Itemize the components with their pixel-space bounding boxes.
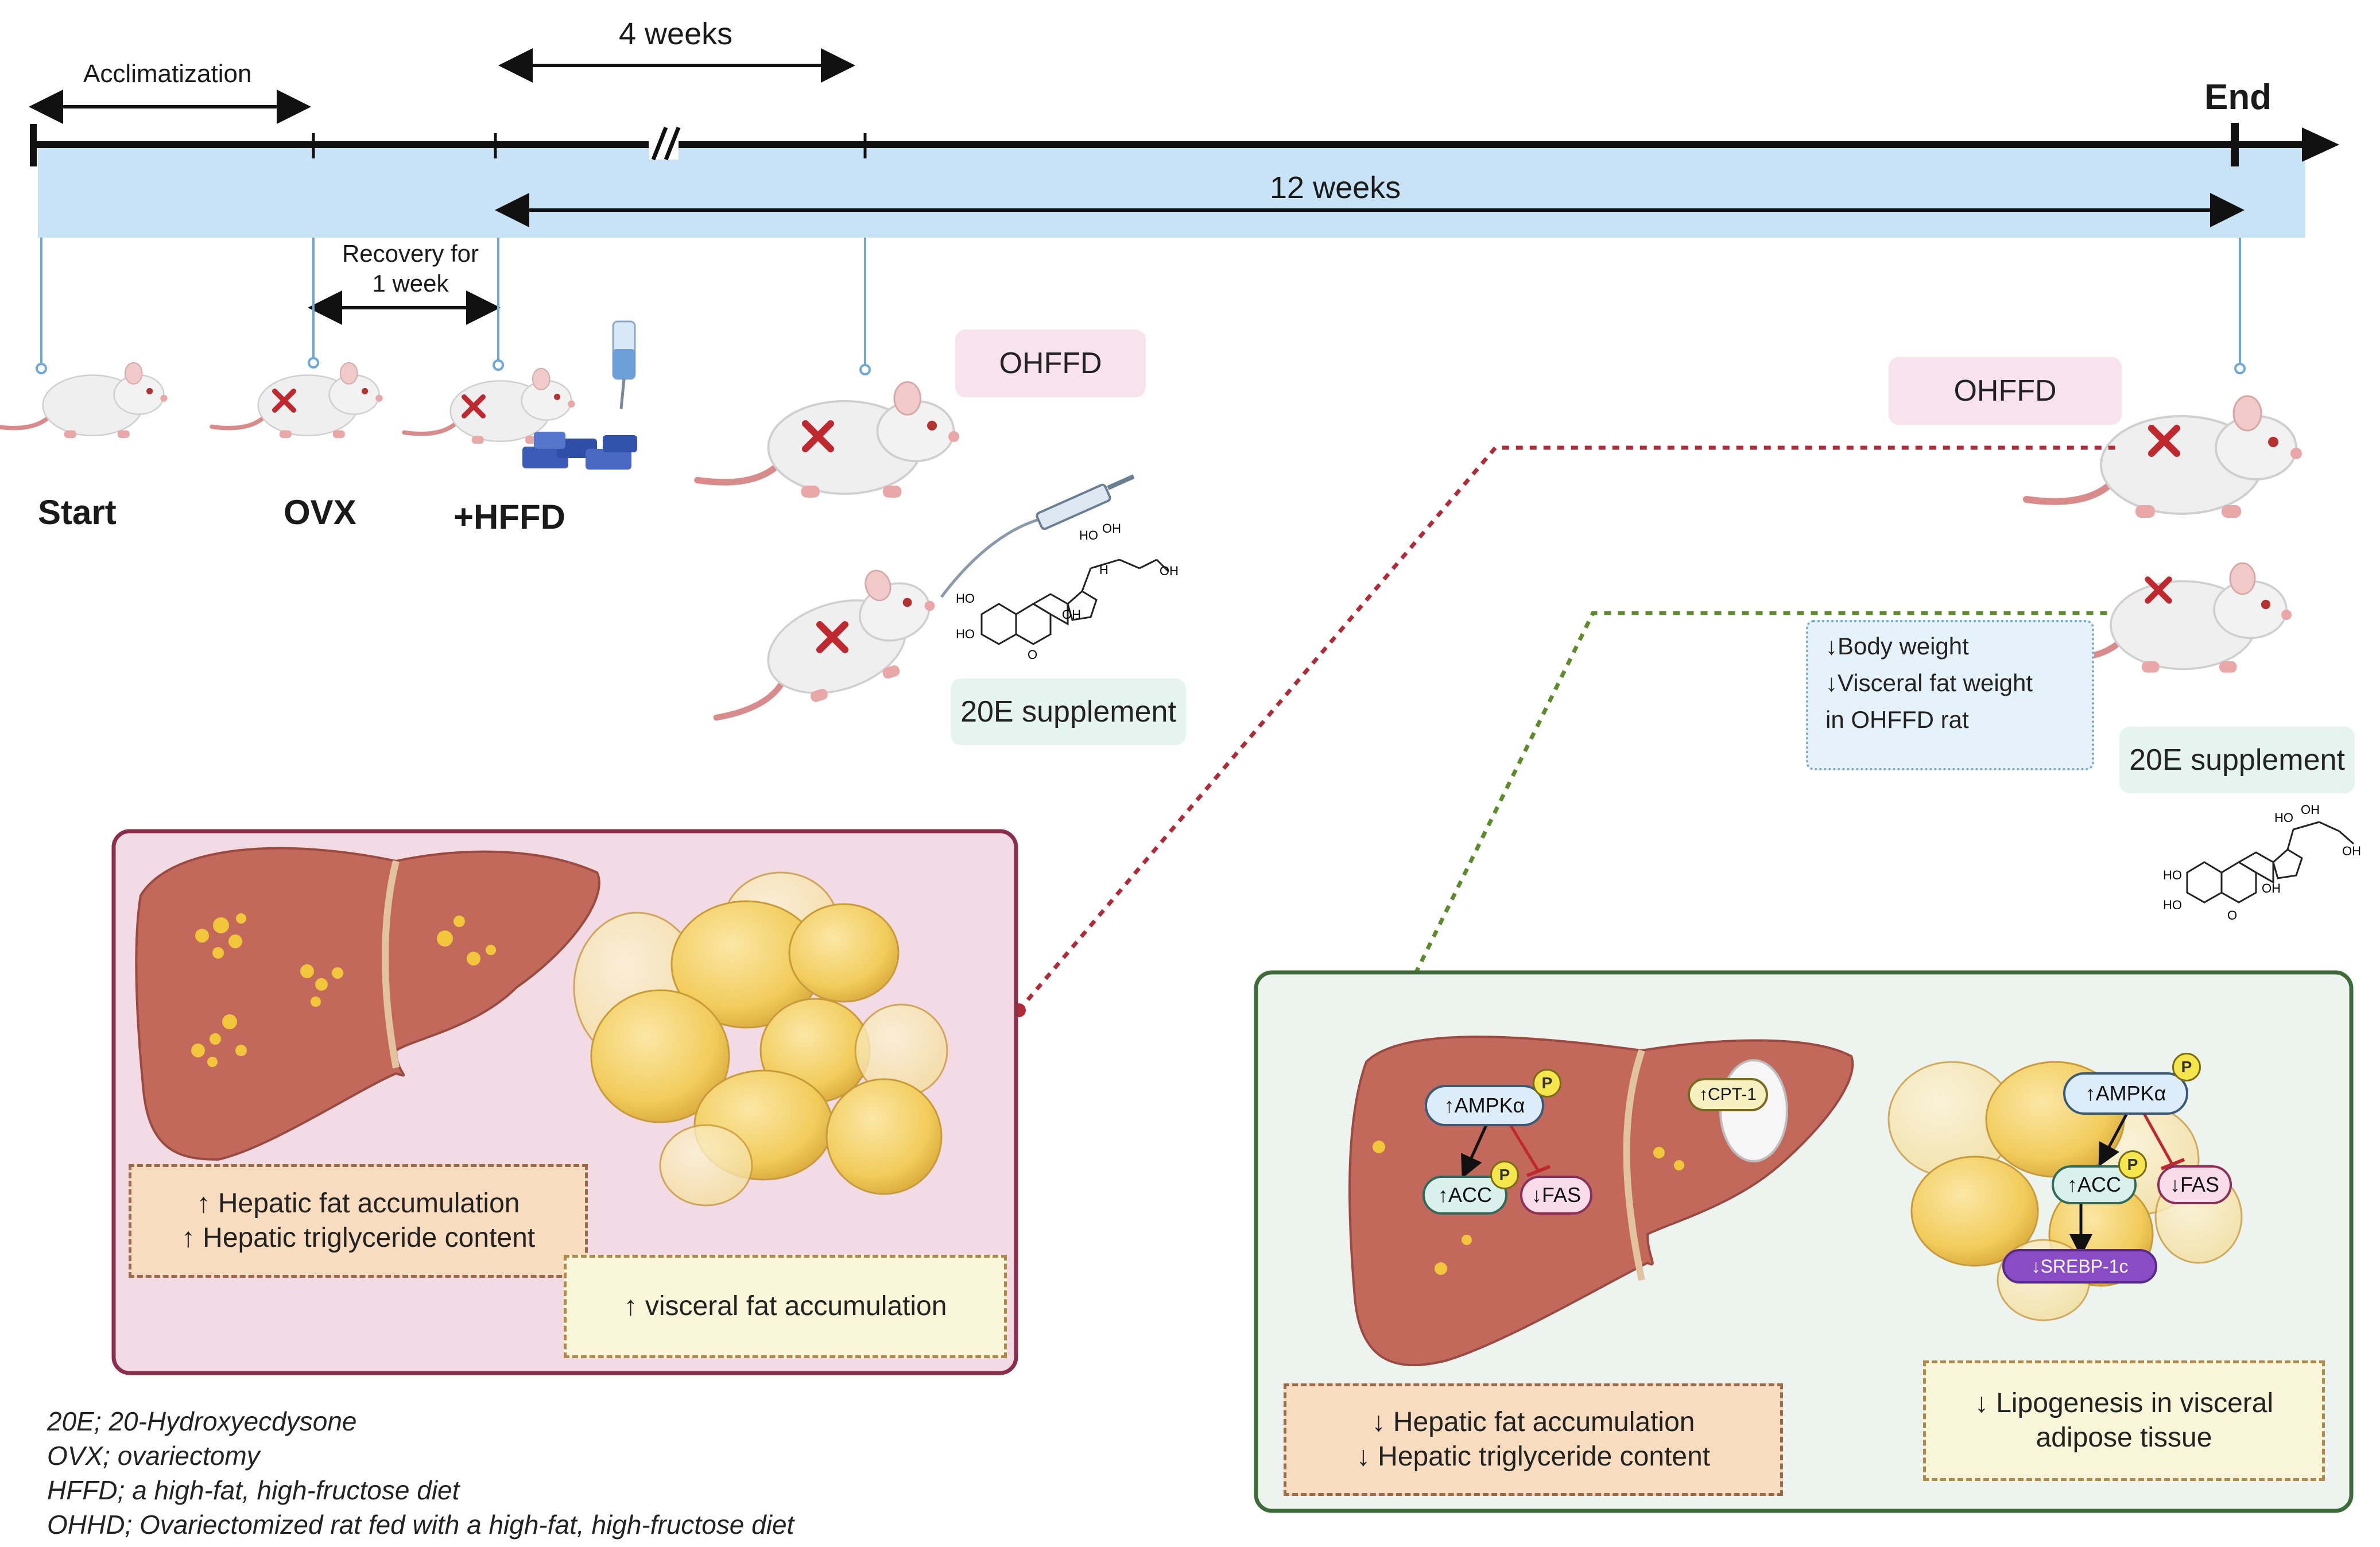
mol-label: HO (956, 627, 975, 641)
mol-label: O (2227, 908, 2237, 922)
end-label: End (2204, 77, 2272, 117)
right-lipogenesis-note: ↓ Lipogenesis in visceral adipose tissue (1923, 1360, 2325, 1481)
effects-infobox: ↓Body weight ↓Visceral fat weight in OHF… (1806, 620, 2094, 770)
acclimatization-label: Acclimatization (83, 60, 252, 88)
liver-ampk-pill: ↑AMPKα (1425, 1085, 1544, 1126)
liver-fas-pill: ↓FAS (1520, 1176, 1592, 1215)
effects-line2: ↓Visceral fat weight (1825, 669, 2033, 696)
timeline-arrowhead (2302, 127, 2339, 162)
adipose-srebp-pill: ↓SREBP-1c (2002, 1249, 2157, 1284)
liver-ampk-p-badge: P (1533, 1069, 1561, 1098)
mol-label: OH (1160, 564, 1179, 578)
rat-ovx-icon (212, 363, 383, 438)
legend-item: OHHD; Ovariectomized rat fed with a high… (47, 1510, 794, 1540)
liver-fat-droplets (191, 913, 496, 1067)
left-visceral-line: ↑ visceral fat accumulation (623, 1291, 947, 1321)
water-bottle-icon (612, 320, 636, 409)
legend-item: 20E; 20-Hydroxyecdysone (47, 1406, 357, 1436)
right-lipo-line1: ↓ Lipogenesis in visceral (1974, 1388, 2274, 1418)
mol-label: OH (1102, 521, 1121, 536)
effects-line3: in OHFFD rat (1825, 706, 1969, 733)
timeline-band (38, 148, 2305, 238)
group-ohffd-tag: OHFFD (955, 329, 1146, 397)
group-20e-tag: 20E supplement (951, 678, 1186, 745)
legend-item: OVX; ovariectomy (47, 1441, 260, 1471)
adipose-fas-pill: ↓FAS (2157, 1165, 2232, 1204)
right-hepatic-line1: ↓ Hepatic fat accumulation (1371, 1407, 1695, 1437)
left-hepatic-line2: ↑ Hepatic triglyceride content (181, 1223, 536, 1253)
group-ohffd-end-tag: OHFFD (1889, 357, 2122, 425)
adipose-ampk-pill: ↑AMPKα (2063, 1072, 2188, 1115)
mol-label: O (1028, 648, 1037, 662)
mol-label: H (1099, 563, 1108, 577)
mol-label: OH (2262, 881, 2281, 895)
right-lipo-line2: adipose tissue (2036, 1422, 2212, 1453)
mol-label: HO (2274, 811, 2293, 825)
liver-cpt1-pill: ↑CPT-1 (1688, 1078, 1768, 1111)
adipose-tissue-left-icon (573, 871, 948, 1207)
liver-left-icon (135, 847, 600, 1161)
connector-green-dotted (1407, 611, 2111, 987)
axis-break-mark (651, 126, 668, 161)
mol-label: OH (1062, 607, 1081, 622)
mol-label: HO (2163, 898, 2182, 912)
recovery-label-line2: 1 week (372, 270, 449, 297)
adipose-ampk-p-badge: P (2172, 1053, 2201, 1081)
liver-right-droplets (1373, 1141, 1684, 1275)
syringe-icon (940, 474, 1135, 598)
mol-label: HO (2163, 868, 2182, 882)
effects-line1: ↓Body weight (1825, 633, 1969, 660)
mol-label: HO (956, 591, 975, 606)
molecule-20e-structure-2 (2186, 821, 2354, 904)
left-visceral-note: ↑ visceral fat accumulation (564, 1255, 1007, 1358)
four-weeks-label: 4 weeks (619, 17, 733, 51)
twelve-weeks-label: 12 weeks (1270, 170, 1401, 205)
recovery-label-line1: Recovery for (342, 240, 479, 267)
mol-label: OH (2301, 802, 2320, 817)
stage-start-label: Start (38, 493, 117, 532)
right-hepatic-line2: ↓ Hepatic triglyceride content (1356, 1441, 1711, 1472)
abbreviation-legend: 20E; 20-Hydroxyecdysone OVX; ovariectomy… (47, 1404, 794, 1542)
left-hepatic-note: ↑ Hepatic fat accumulation ↑ Hepatic tri… (129, 1164, 588, 1278)
liver-acc-p-badge: P (1490, 1161, 1519, 1189)
stage-ovx-label: OVX (284, 493, 356, 532)
right-hepatic-note: ↓ Hepatic fat accumulation ↓ Hepatic tri… (1284, 1383, 1783, 1496)
rat-start-icon (0, 363, 168, 438)
mol-label: OH (2342, 844, 2361, 858)
left-hepatic-line1: ↑ Hepatic fat accumulation (196, 1188, 520, 1219)
rat-ohffd-icon (697, 382, 959, 498)
adipose-acc-p-badge: P (2118, 1150, 2147, 1179)
legend-item: HFFD; a high-fat, high-fructose diet (47, 1475, 460, 1505)
mol-label: HO (1079, 528, 1098, 542)
stage-hffd-label: +HFFD (453, 498, 565, 536)
group-20e-end-tag: 20E supplement (2119, 727, 2355, 793)
molecule-20e-structure (980, 559, 1169, 645)
hffd-food-icon (522, 432, 637, 470)
